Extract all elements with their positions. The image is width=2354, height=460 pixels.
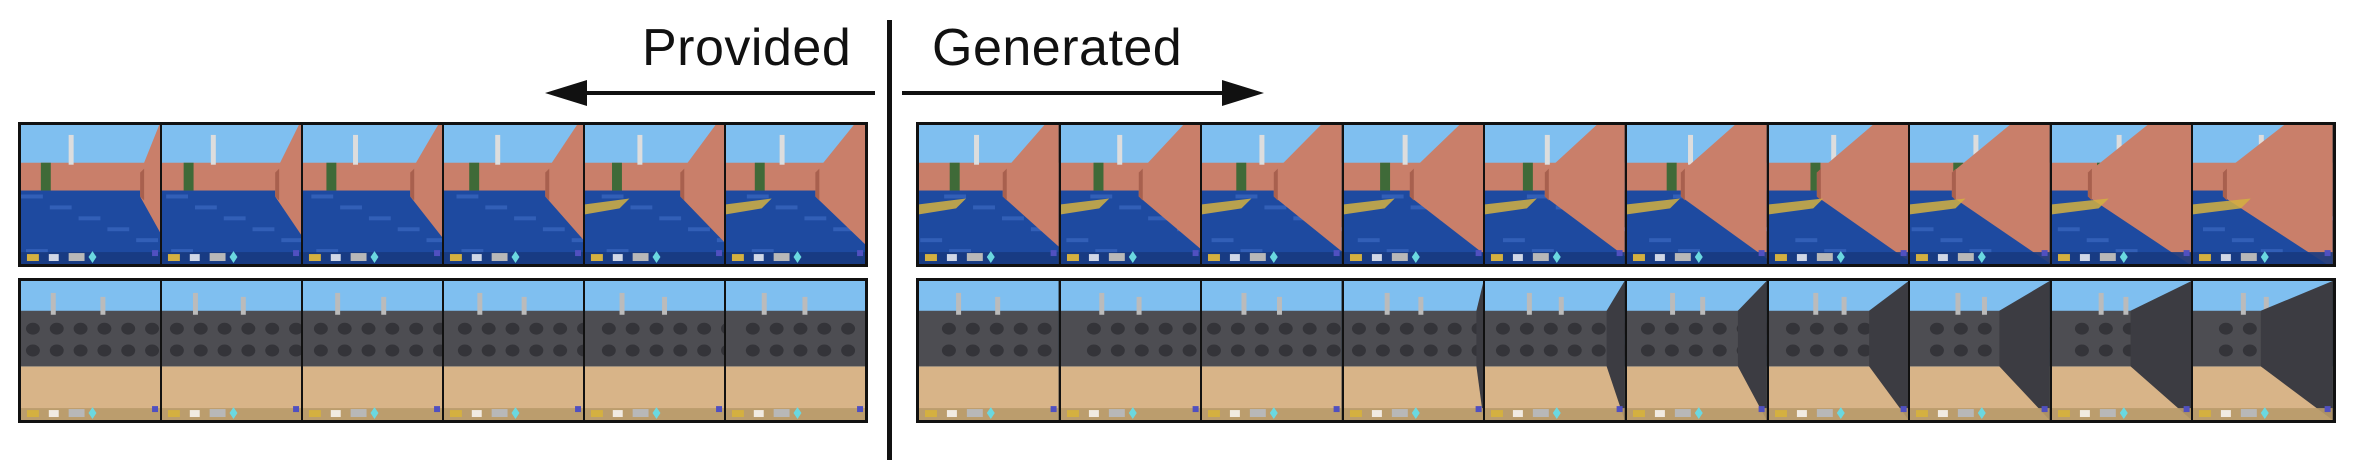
frame-image	[919, 281, 1059, 420]
video-frame	[919, 125, 1059, 264]
video-frame	[1202, 125, 1342, 264]
video-frame	[162, 125, 301, 264]
frame-image	[726, 125, 865, 264]
frame-image	[585, 281, 724, 420]
frame-image	[162, 281, 301, 420]
frame-image	[1768, 281, 1909, 420]
frame-image	[1343, 125, 1484, 264]
video-frame	[2051, 281, 2192, 420]
video-frame	[444, 125, 583, 264]
frame-image	[162, 125, 301, 264]
frame-image	[1202, 125, 1342, 264]
provided-frames-row-1	[18, 122, 868, 267]
frame-image	[726, 281, 865, 420]
video-frame	[303, 125, 442, 264]
video-frame	[585, 125, 724, 264]
frame-image	[1910, 125, 2050, 264]
video-frame	[585, 281, 724, 420]
generated-frames-row-2	[916, 278, 2336, 423]
generated-label: Generated	[932, 19, 1183, 77]
frame-image	[2051, 281, 2192, 420]
provided-frames-row-2	[18, 278, 868, 423]
frame-image	[21, 281, 160, 420]
video-frame	[1626, 125, 1767, 264]
video-frame	[1768, 281, 1909, 420]
frame-image	[2193, 125, 2333, 264]
frame-image	[1910, 281, 2050, 420]
video-frame	[919, 281, 1059, 420]
frame-image	[1626, 281, 1767, 420]
frame-image	[1060, 281, 1201, 420]
video-frame	[1768, 125, 1909, 264]
frame-image	[303, 281, 442, 420]
video-frame	[1060, 281, 1201, 420]
frame-image	[1485, 281, 1625, 420]
video-frame	[726, 281, 865, 420]
frame-image	[1202, 281, 1342, 420]
video-frame	[1910, 125, 2050, 264]
video-frame	[2051, 125, 2192, 264]
video-frame	[1485, 281, 1625, 420]
video-frame	[1626, 281, 1767, 420]
divider-line	[887, 20, 892, 460]
frame-image	[585, 125, 724, 264]
video-frame	[21, 125, 160, 264]
video-frame	[444, 281, 583, 420]
frame-image	[303, 125, 442, 264]
video-frame	[2193, 125, 2333, 264]
arrow-right-icon	[902, 80, 1264, 106]
frame-image	[2193, 281, 2333, 420]
video-frame	[162, 281, 301, 420]
frame-image	[2051, 125, 2192, 264]
frame-image	[444, 125, 583, 264]
video-frame	[1202, 281, 1342, 420]
video-frame	[726, 125, 865, 264]
video-frame	[1060, 125, 1201, 264]
provided-label: Provided	[642, 19, 852, 77]
video-frame	[303, 281, 442, 420]
frame-image	[919, 125, 1059, 264]
frame-image	[1485, 125, 1625, 264]
video-frame	[1485, 125, 1625, 264]
video-frame	[1343, 125, 1484, 264]
frame-image	[21, 125, 160, 264]
video-frame	[1910, 281, 2050, 420]
frame-image	[1768, 125, 1909, 264]
video-frame	[21, 281, 160, 420]
generated-frames-row-1	[916, 122, 2336, 267]
video-frame	[1343, 281, 1484, 420]
frame-image	[1626, 125, 1767, 264]
frame-image	[1060, 125, 1201, 264]
arrow-left-icon	[545, 80, 875, 106]
video-frame	[2193, 281, 2333, 420]
frame-image	[1343, 281, 1484, 420]
frame-image	[444, 281, 583, 420]
